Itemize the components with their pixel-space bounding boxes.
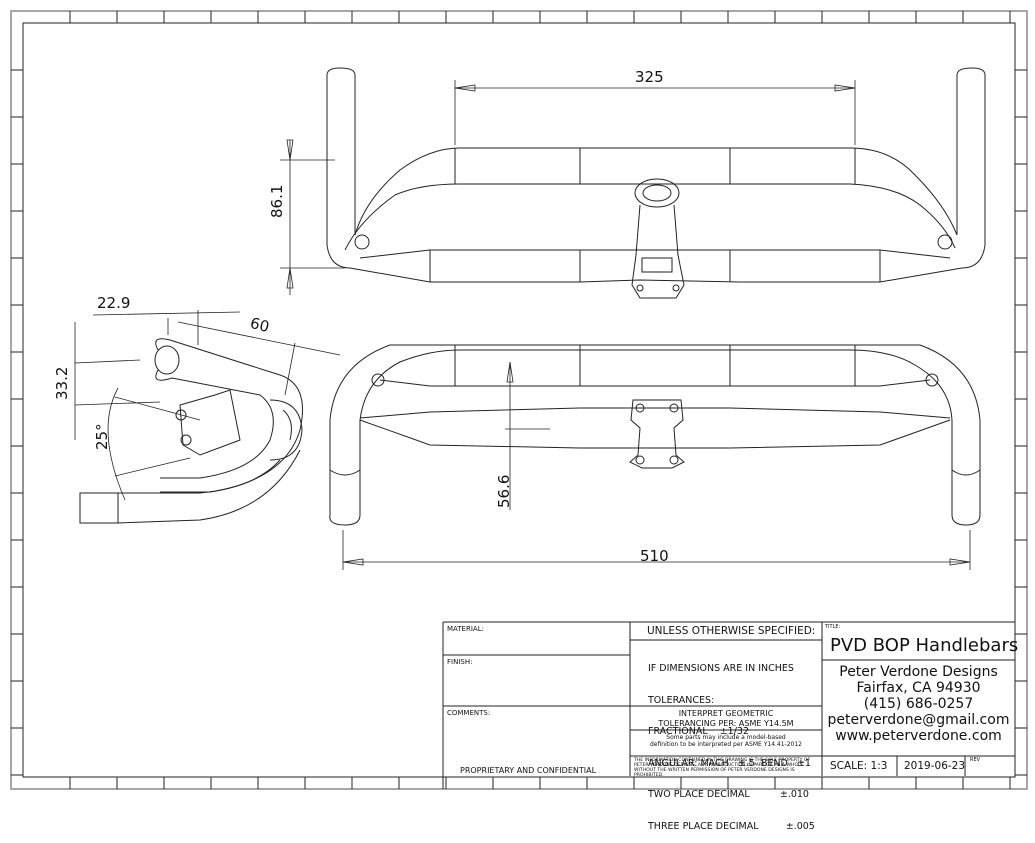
proprietary-notice: THE INFORMATION CONTAINED IN THIS DRAWIN…: [634, 758, 811, 779]
material-label: MATERIAL:: [447, 625, 484, 633]
tolerance-line: TOLERANCES:: [648, 694, 715, 706]
company-address: Fairfax, CA 94930: [856, 680, 981, 696]
dim-overall-width: 510: [640, 547, 669, 565]
company-info: Peter Verdone Designs Fairfax, CA 94930 …: [822, 664, 1015, 744]
dim-rise: 33.2: [53, 366, 71, 400]
dim-bottom-height: 56.6: [495, 474, 513, 508]
drawing-date: 2019-06-23: [904, 760, 966, 772]
comments-label: COMMENTS:: [447, 709, 491, 717]
scale: SCALE: 1:3: [830, 760, 888, 772]
tolerance-line: TWO PLACE DECIMAL ±.010: [648, 789, 809, 800]
interpret-line: INTERPRET GEOMETRIC: [678, 709, 774, 718]
proprietary-label: PROPRIETARY AND CONFIDENTIAL: [460, 766, 597, 775]
tolerance-line: IF DIMENSIONS ARE IN INCHES: [648, 663, 794, 674]
drawing-title: PVD BOP Handlebars: [830, 635, 1019, 656]
company-email: peterverdone@gmail.com: [827, 712, 1010, 728]
stem-top-view: [631, 178, 685, 299]
handlebar-side-view: [79, 338, 303, 524]
dim-top-width: 325: [635, 68, 664, 86]
interpret-note: INTERPRET GEOMETRIC TOLERANCING PER: ASM…: [630, 709, 822, 728]
dimension-lines-side: [74, 310, 341, 501]
sheet-border: [10, 10, 1028, 790]
tolerance-line: ANGULAR: MACH ±.5 BEND ±1: [648, 757, 811, 769]
stem-bottom-view: [629, 399, 685, 469]
title-label: TITLE:: [825, 624, 841, 630]
model-based-note: Some parts may include a model-based def…: [630, 734, 822, 748]
dim-stem-length: 60: [248, 313, 272, 337]
title-block-lines: [442, 621, 1015, 789]
tolerance-line: THREE PLACE DECIMAL ±.005: [648, 820, 815, 832]
dimension-lines-bottom: [342, 361, 971, 570]
dim-drop-height: 86.1: [268, 184, 286, 218]
company-phone: (415) 686-0257: [863, 696, 974, 712]
model-based-line: Some parts may include a model-based: [666, 734, 786, 741]
company-name: Peter Verdone Designs: [839, 664, 998, 680]
dim-reach: 22.9: [97, 294, 131, 312]
unless-specified: UNLESS OTHERWISE SPECIFIED:: [647, 625, 816, 637]
company-website: www.peterverdone.com: [835, 728, 1002, 744]
handlebar-top-view: [326, 67, 986, 299]
finish-label: FINISH:: [447, 658, 473, 666]
tolerance-line: FRACTIONAL ±1/32: [648, 726, 749, 737]
handlebar-bottom-view: [329, 344, 981, 526]
drawing-sheet: [10, 10, 1028, 790]
dimension-lines-top: [280, 80, 856, 295]
model-based-line: definition to be interpreted per ASME Y1…: [649, 741, 802, 748]
interpret-line: TOLERANCING PER: ASME Y14.5M: [658, 718, 794, 728]
rev-label: REV: [970, 757, 981, 763]
dim-angle: 25°: [93, 423, 111, 450]
